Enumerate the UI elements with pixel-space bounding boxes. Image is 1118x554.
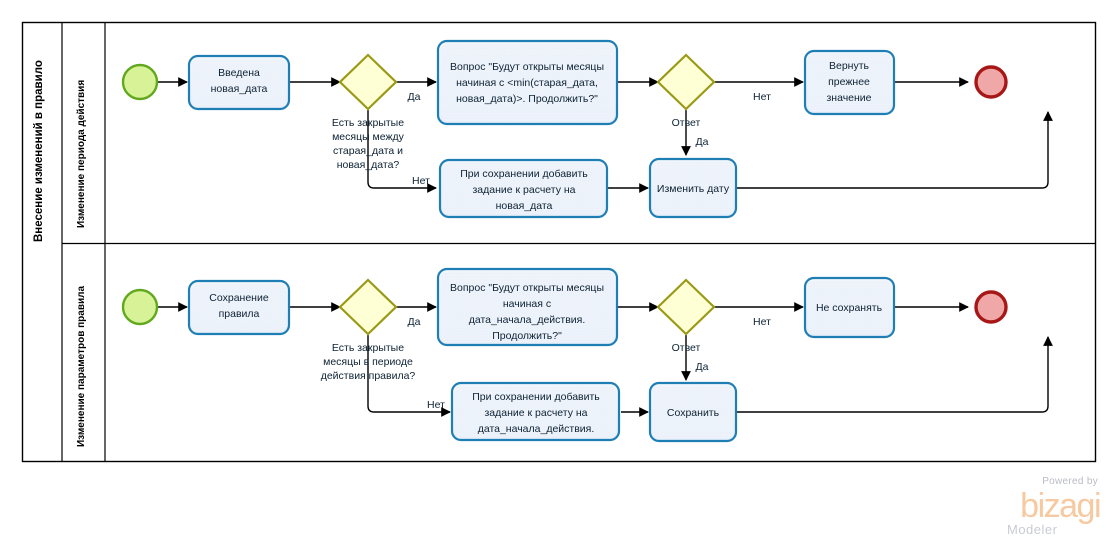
task-question1-line-0: Вопрос "Будут открыты месяцы [450, 61, 604, 73]
task-question1-line-1: начиная с <min(старая_дата, [456, 77, 598, 89]
gw1-label-line-0: Есть закрытые [332, 117, 404, 129]
task-dont-save-line-0: Не сохранять [816, 302, 883, 314]
flow-label-gw3-no: Нет [427, 399, 445, 411]
task-question2-line-3: Продолжить?" [492, 330, 562, 342]
task-save-rule-line-0: Сохранение [209, 292, 269, 304]
node-task-save-rule[interactable]: Сохранение правила [187, 279, 291, 336]
task-new-date-line-1: новая_дата [211, 83, 268, 95]
task-revert-line-0: Вернуть [829, 60, 870, 72]
gw1-label-line-1: месяцы между [332, 131, 405, 143]
node-start2[interactable] [121, 288, 159, 326]
task-question2-line-0: Вопрос "Будут открыты месяцы [450, 282, 604, 294]
gw1-label-line-2: старая_дата и [333, 145, 403, 157]
task-add-job1-line-0: При сохранении добавить [460, 168, 588, 180]
flow-label-gw2-no: Нет [753, 91, 771, 103]
branding-powered-by: Powered by [1042, 476, 1098, 487]
flow-gw1-no-to-add-job1 [367, 110, 437, 193]
flow-label-gw4-no: Нет [753, 316, 771, 328]
pool-title: Внесение изменений в правило [33, 60, 45, 242]
node-end2[interactable] [974, 290, 1008, 324]
task-revert-line-2: значение [826, 92, 871, 104]
branding-bizagi-logo: bizagi [1020, 487, 1100, 525]
node-task-question1[interactable]: Вопрос "Будут открыты месяцы начиная с <… [436, 39, 619, 126]
gw2-label: Ответ [672, 117, 701, 129]
flow-gw3-no-to-add-job2 [367, 335, 451, 417]
task-question1-line-2: новая_дата)>. Продолжить?" [456, 93, 598, 105]
node-task-question2[interactable]: Вопрос "Будут открыты месяцы начиная с д… [436, 267, 619, 347]
flow-label-gw4-yes: Да [696, 361, 709, 373]
gateway3-label: Есть закрытые месяцы в периоде действия … [321, 342, 416, 382]
task-new-date-line-0: Введена [218, 67, 260, 79]
flow-save-to-end2 [736, 336, 1053, 413]
lane-title-period: Изменение периода действия [76, 80, 87, 228]
node-gateway-closed-months-in-period[interactable] [338, 278, 398, 336]
node-task-revert[interactable]: Вернуть прежнее значение [803, 49, 896, 116]
flow-change-date-to-end1 [736, 111, 1053, 189]
node-gateway-answer2[interactable] [656, 278, 716, 336]
gw1-label-line-3: новая_дата? [337, 159, 400, 171]
flow-label-gw1-no: Нет [412, 175, 430, 187]
flow-label-gw3-yes: Да [408, 316, 421, 328]
bottom-lane-flows [158, 302, 1053, 417]
node-task-new-date[interactable]: Введена новая_дата [187, 54, 291, 111]
task-add-job2-line-0: При сохранении добавить [472, 391, 600, 403]
bizagi-branding: Powered by bizagi Modeler [1007, 476, 1102, 537]
top-lane-flows [158, 77, 1053, 193]
task-save-rule-line-1: правила [219, 308, 260, 320]
node-start1[interactable] [121, 63, 159, 101]
lane-title-params: Изменение параметров правила [76, 286, 87, 447]
task-add-job1-line-2: новая_дата [496, 200, 553, 212]
gw3-label-line-1: месяцы в периоде [323, 356, 413, 368]
task-add-job2-line-2: дата_начала_действия. [478, 423, 595, 435]
flow-label-gw2-yes: Да [696, 136, 709, 148]
node-gateway-answer1[interactable] [656, 53, 716, 111]
flow-label-gw1-yes: Да [408, 91, 421, 103]
node-end1[interactable] [974, 65, 1008, 99]
task-question2-line-2: дата_начала_действия. [469, 314, 586, 326]
branding-product-name: Modeler [1007, 522, 1058, 537]
node-task-add-job2[interactable]: При сохранении добавить задание к расчет… [450, 381, 621, 442]
task-question2-line-1: начиная с [503, 298, 551, 310]
node-gateway-closed-months-between[interactable] [338, 53, 398, 111]
task-change-date-line-0: Изменить дату [657, 183, 730, 195]
task-add-job1-line-1: задание к расчету на [472, 184, 575, 196]
task-add-job2-line-1: задание к расчету на [484, 407, 587, 419]
task-revert-line-1: прежнее [828, 76, 870, 88]
gw4-label: Ответ [672, 342, 701, 354]
gw3-label-line-2: действия правила? [321, 370, 416, 382]
node-task-change-date[interactable]: Изменить дату [648, 157, 738, 219]
node-task-save[interactable]: Сохранить [648, 381, 738, 443]
gateway1-label: Есть закрытые месяцы между старая_дата и… [332, 117, 405, 171]
node-task-dont-save[interactable]: Не сохранять [803, 276, 896, 339]
node-task-add-job1[interactable]: При сохранении добавить задание к расчет… [438, 158, 609, 219]
gw3-label-line-0: Есть закрытые [332, 342, 404, 354]
task-save-line-0: Сохранить [667, 407, 720, 419]
